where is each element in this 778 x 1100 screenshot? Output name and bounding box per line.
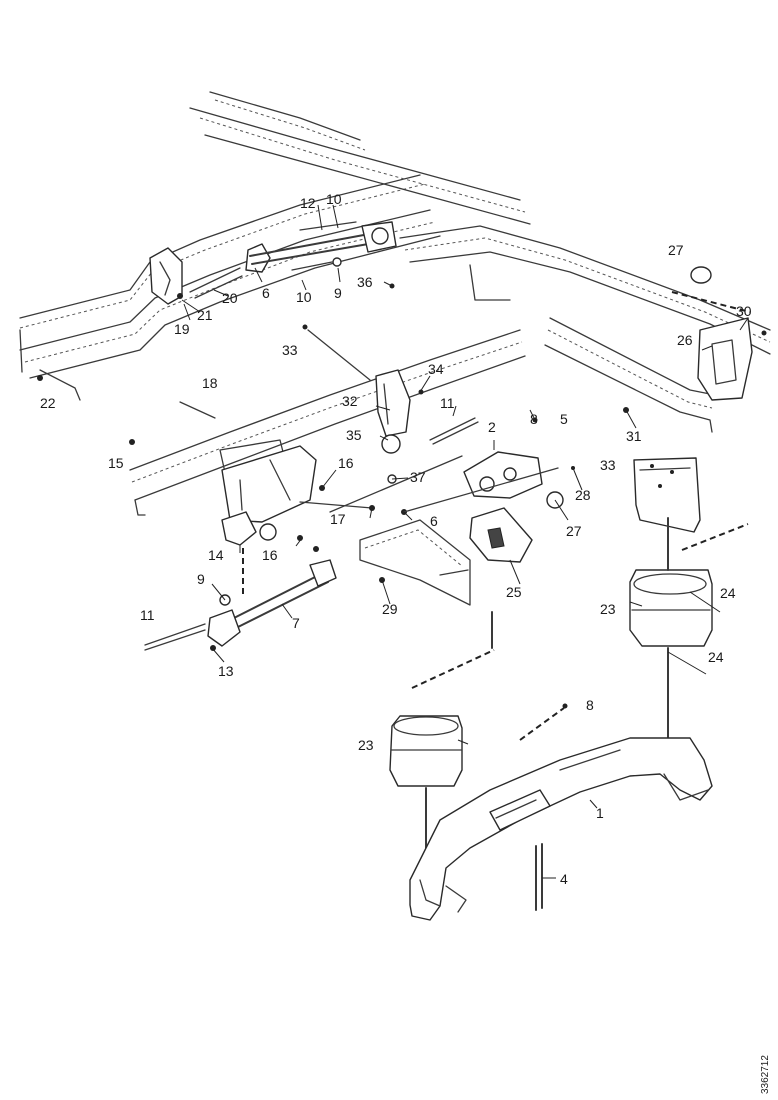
callout-10: 10: [326, 191, 342, 207]
callout-16: 16: [262, 547, 278, 563]
callout-22: 22: [40, 395, 56, 411]
callout-8: 8: [586, 697, 594, 713]
callout-5: 5: [560, 411, 568, 427]
suspension-beam: [409, 703, 713, 921]
callout-23: 23: [358, 737, 374, 753]
callout-10: 10: [296, 289, 312, 305]
callout-13: 13: [218, 663, 234, 679]
drawing-reference-number: 3362712: [760, 1055, 771, 1094]
callout-37: 37: [410, 469, 426, 485]
callout-33: 33: [600, 457, 616, 473]
callout-30: 30: [736, 303, 752, 319]
callout-23: 23: [600, 601, 616, 617]
callout-24: 24: [708, 649, 724, 665]
callout-32: 32: [342, 393, 358, 409]
upper-torque-rod-assembly: [149, 221, 397, 305]
chassis-frame: [19, 91, 771, 606]
callout-16: 16: [338, 455, 354, 471]
air-spring-upper: [629, 457, 749, 743]
center-bracket: [302, 324, 424, 454]
callout-6: 6: [430, 513, 438, 529]
lower-torque-rod-assembly: [37, 375, 479, 651]
callout-14: 14: [208, 547, 224, 563]
callout-24: 24: [720, 585, 736, 601]
callout-labels: 12 10 6 10 9 36 20 21 19 33 27 30 26 31 …: [40, 191, 771, 1094]
callout-9: 9: [334, 285, 342, 301]
callout-1: 1: [596, 805, 604, 821]
air-bag-bracket-right: [623, 266, 767, 413]
callout-4: 4: [560, 871, 568, 887]
callout-21: 21: [197, 307, 213, 323]
callout-34: 34: [428, 361, 444, 377]
callout-7: 7: [292, 615, 300, 631]
callout-11: 11: [140, 607, 155, 623]
callout-27: 27: [668, 242, 684, 258]
callout-18: 18: [202, 375, 218, 391]
callout-9: 9: [197, 571, 205, 587]
callout-15: 15: [108, 455, 124, 471]
callout-8: 8: [530, 411, 538, 427]
callout-19: 19: [174, 321, 190, 337]
callout-20: 20: [222, 290, 238, 306]
callout-26: 26: [677, 332, 693, 348]
callout-35: 35: [346, 427, 362, 443]
callout-29: 29: [382, 601, 398, 617]
callout-17: 17: [330, 511, 346, 527]
callout-25: 25: [506, 584, 522, 600]
callout-12: 12: [300, 195, 316, 211]
leader-lines: [181, 204, 749, 879]
callout-11: 11: [440, 395, 455, 411]
callout-27: 27: [566, 523, 582, 539]
callout-36: 36: [357, 274, 373, 290]
callout-31: 31: [626, 428, 642, 444]
callout-2: 2: [488, 419, 496, 435]
callout-33: 33: [282, 342, 298, 358]
callout-6: 6: [262, 285, 270, 301]
callout-28: 28: [575, 487, 591, 503]
spring-hanger-assembly: [379, 417, 575, 583]
